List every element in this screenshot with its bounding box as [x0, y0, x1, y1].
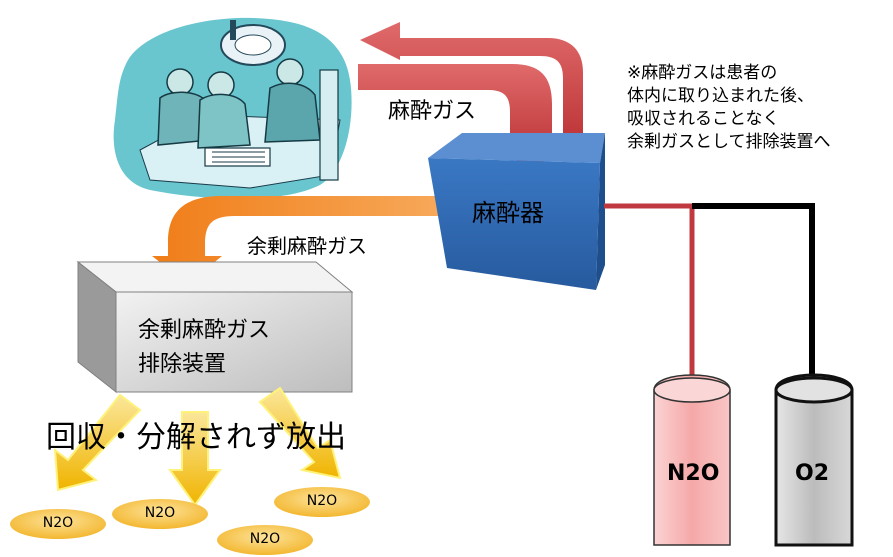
- o2-cylinder-label: O2: [795, 461, 830, 486]
- emission-label: N2O: [306, 493, 338, 509]
- note-line: 余剰ガスとして排除装置へ: [627, 132, 831, 152]
- explanatory-note: ※麻酔ガスは患者の 体内に取り込まれた後、 吸収されることなく 余剰ガスとして排…: [627, 62, 831, 154]
- surgery-room-illustration: [113, 17, 352, 199]
- note-line: 体内に取り込まれた後、: [627, 86, 814, 106]
- scavenger-label-line1: 余剰麻酔ガス: [138, 318, 271, 343]
- emission-label: N2O: [249, 531, 281, 547]
- scavenger-box: [76, 260, 354, 394]
- emission-arrows: [53, 386, 342, 507]
- note-line: 吸収されることなく: [627, 109, 780, 129]
- emission-label: N2O: [144, 505, 176, 521]
- note-line: ※麻酔ガスは患者の: [627, 63, 778, 83]
- released-label: 回収・分解されず放出: [46, 420, 346, 455]
- o2-cylinder: [774, 373, 854, 547]
- n2o-cylinder-label: N2O: [667, 461, 720, 486]
- surplus-gas-label: 余剰麻酔ガス: [247, 234, 367, 258]
- scavenger-label-line2: 排除装置: [138, 352, 227, 377]
- gas-pipes: [604, 203, 815, 378]
- emission-ellipses: [10, 487, 370, 555]
- machine-label: 麻酔器: [472, 199, 544, 227]
- n2o-cylinder: [653, 374, 731, 546]
- anesthesia-gas-label: 麻酔ガス: [388, 99, 477, 124]
- emission-label: N2O: [42, 515, 74, 531]
- anesthesia-machine-box: [428, 133, 605, 290]
